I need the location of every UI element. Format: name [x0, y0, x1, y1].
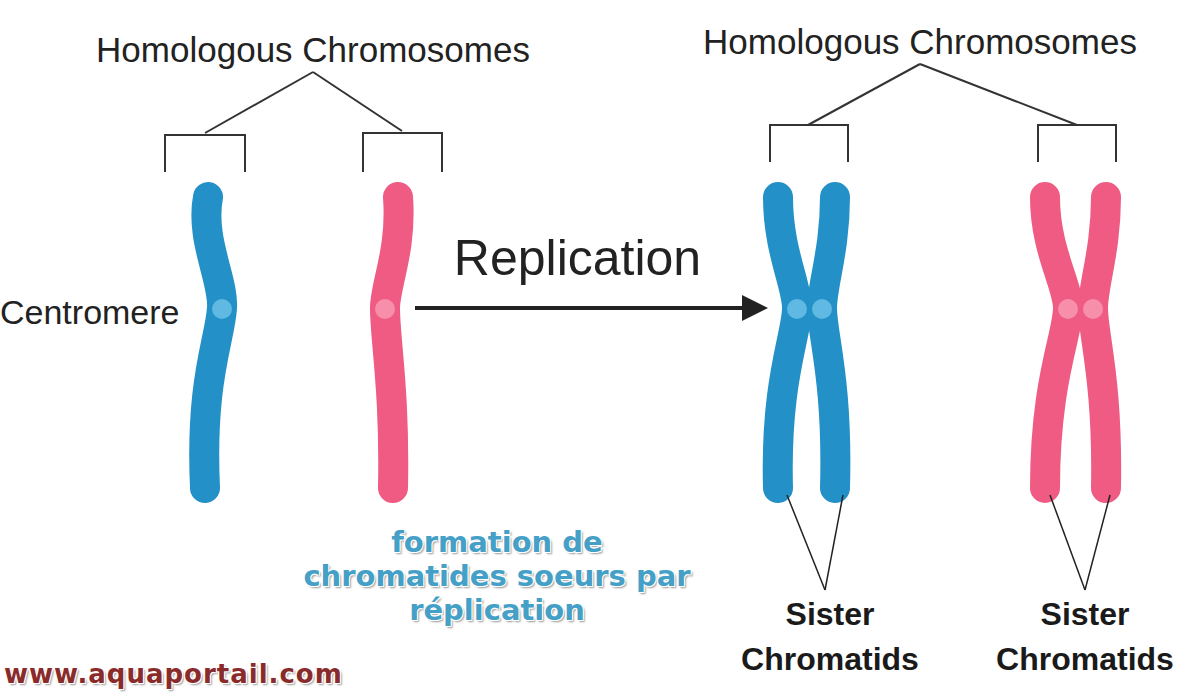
pink-chromosome	[385, 197, 399, 488]
replication-arrow	[415, 306, 750, 310]
group-heading: Homologous Chromosomes	[53, 29, 573, 71]
arrow-label: Replication	[418, 228, 738, 288]
centromere-dot	[1083, 299, 1103, 319]
centromere-dot	[212, 299, 232, 319]
bracket-leader	[205, 72, 313, 133]
bracket	[363, 133, 442, 172]
centromere-dot	[1058, 299, 1078, 319]
bracket-leader	[808, 64, 920, 125]
centromere-label: Centromere	[0, 292, 210, 332]
leader-line	[825, 495, 843, 590]
bracket-group	[165, 64, 1116, 172]
group-heading: Homologous Chromosomes	[660, 21, 1180, 63]
pink-chromatid	[1045, 197, 1068, 488]
blue-chromosome	[204, 197, 222, 488]
centromere-dot	[787, 299, 807, 319]
blue-chromatid	[778, 197, 797, 488]
bracket-leader	[313, 72, 402, 131]
bracket-leader	[920, 64, 1077, 125]
chromosome-group: Homologous Chromosomes	[768, 22, 1148, 594]
watermark: www.aquaportail.com	[4, 656, 424, 692]
centromere-dot	[375, 299, 395, 319]
blue-chromatid	[822, 197, 835, 488]
bracket	[165, 135, 245, 172]
bracket	[1038, 125, 1116, 162]
overlay-note: formation de chromatides soeurs par répl…	[287, 525, 707, 627]
leader-line	[1050, 495, 1085, 590]
leader-line	[787, 495, 825, 590]
chromosome-group: Homologous Chromosomes	[160, 28, 415, 588]
sister-chromatids-label: Sister Chromatids	[985, 592, 1185, 682]
pink-chromatid	[1093, 197, 1106, 488]
centromere-dot	[812, 299, 832, 319]
leader-group	[787, 495, 1110, 590]
leader-line	[1085, 495, 1110, 590]
sister-chromatids-label: Sister Chromatids	[730, 592, 930, 682]
bracket	[770, 125, 848, 162]
